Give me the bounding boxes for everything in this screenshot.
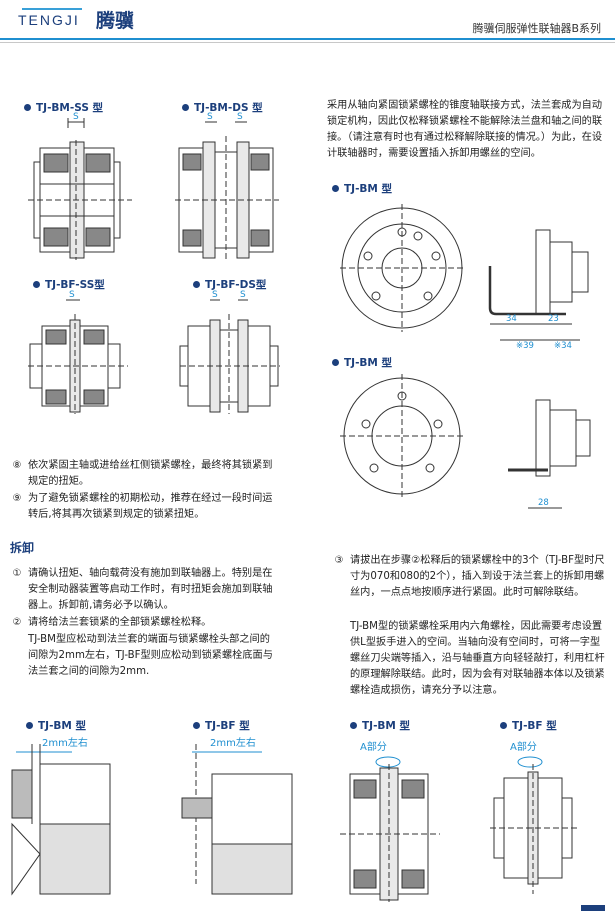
figure-label-bf-ds: TJ-BF-DS型 <box>193 277 266 292</box>
svg-text:28: 28 <box>538 498 549 508</box>
flange-drawing-with-wrench: 34 23 ※39 ※34 <box>340 204 589 351</box>
header-divider-thin <box>0 42 615 43</box>
svg-text:34: 34 <box>506 314 517 324</box>
figure-label-bf-ss: TJ-BF-SS型 <box>33 277 105 292</box>
svg-text:A部分: A部分 <box>360 740 387 753</box>
coupling-drawing-bm-ss: S <box>28 112 132 260</box>
coupling-drawing-bf-ds: S S <box>179 290 280 414</box>
coupling-drawing-bf-a: A部分 <box>490 740 580 894</box>
coupling-drawing-bf-ss: S <box>28 290 128 414</box>
figure-label-bottom-bm: TJ-BM 型 <box>26 718 86 733</box>
page-series-title: 腾骥伺服弹性联轴器B系列 <box>472 22 601 35</box>
svg-text:2mm左右: 2mm左右 <box>42 736 88 749</box>
intro-paragraph: 采用从轴向紧固锁紧螺栓的锥度轴联接方式，法兰套成为自动锁定机构，因此仅松释锁紧螺… <box>327 100 603 159</box>
removal-step-2-detail: TJ-BM型应松动到法兰套的端面与锁紧螺栓头部之间的间隙为2mm左右，TJ-BF… <box>28 634 273 677</box>
svg-text:S: S <box>69 290 75 300</box>
svg-text:S: S <box>212 290 218 300</box>
coupling-drawing-bm-a: A部分 <box>340 740 440 902</box>
gap-drawing-bm: 2mm左右 <box>11 736 111 896</box>
svg-text:23: 23 <box>548 314 559 324</box>
removal-step-1: ① 请确认扭矩、轴向载荷没有施加到联轴器上。特别是在安全制动器装置等启动工作时，… <box>12 568 273 611</box>
svg-text:※34: ※34 <box>554 341 572 351</box>
install-step-8: ⑧ 依次紧固主轴或进给丝杠侧锁紧螺栓，最终将其锁紧到规定的扭矩。 <box>12 460 273 487</box>
logo-mark <box>22 8 82 15</box>
logo-text-en: TENGJI <box>18 12 80 28</box>
svg-text:S: S <box>240 290 246 300</box>
svg-text:※39: ※39 <box>516 341 534 351</box>
flange-drawing-front-view: 28 <box>340 374 591 509</box>
removal-step-3-detail: TJ-BM型的锁紧螺栓采用内六角螺栓，因此需要考虑设置供L型扳手进入的空间。当轴… <box>350 621 605 696</box>
svg-text:A部分: A部分 <box>510 740 537 753</box>
figure-label-bm-front: TJ-BM 型 <box>332 355 392 370</box>
removal-step-2: ② 请将给法兰套锁紧的全部锁紧螺栓松释。 <box>12 617 212 628</box>
page-corner-bar <box>581 905 605 911</box>
svg-text:S: S <box>207 112 213 122</box>
figure-label-bm-ds: TJ-BM-DS 型 <box>182 100 263 115</box>
logo-text-cn: 腾骥 <box>96 10 135 32</box>
coupling-drawing-bm-ds: S S <box>175 112 279 262</box>
figure-label-bottom-bf: TJ-BF 型 <box>193 718 250 733</box>
svg-text:S: S <box>237 112 243 122</box>
svg-text:2mm左右: 2mm左右 <box>210 736 256 749</box>
figure-label-bottom-bm-a: TJ-BM 型 <box>350 718 410 733</box>
gap-drawing-bf: 2mm左右 <box>181 736 293 895</box>
figure-label-bottom-bf-a: TJ-BF 型 <box>500 718 557 733</box>
figure-label-bm-side: TJ-BM 型 <box>332 181 392 196</box>
removal-section-title: 拆卸 <box>10 541 35 555</box>
page-header: TENGJI 腾骥 腾骥伺服弹性联轴器B系列 <box>0 0 615 46</box>
removal-step-3: ③ 请拔出在步骤②松释后的锁紧螺栓中的3个（TJ-BF型时尺寸为070和080的… <box>334 555 605 598</box>
figure-label-bm-ss: TJ-BM-SS 型 <box>24 100 103 115</box>
install-step-9: ⑨ 为了避免锁紧螺栓的初期松动，推荐在经过一段时间运转后,将其再次锁紧到规定的锁… <box>12 493 273 520</box>
svg-text:S: S <box>73 112 79 122</box>
header-divider <box>0 38 615 40</box>
